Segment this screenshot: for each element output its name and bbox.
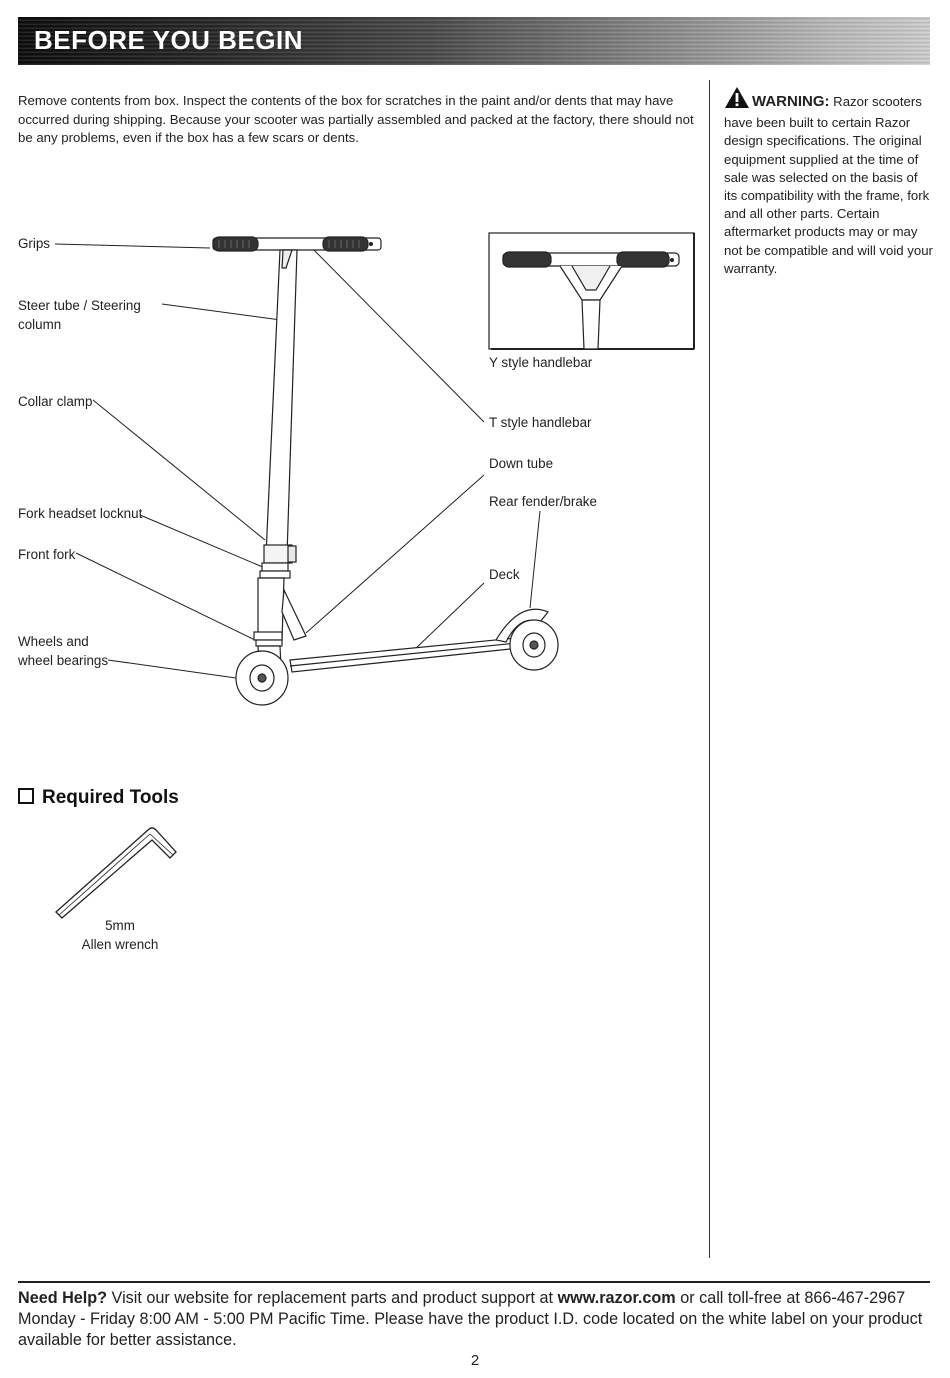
label-deck: Deck [489,567,520,582]
column-divider [709,80,710,1258]
label-collar-clamp: Collar clamp [18,394,93,409]
allen-wrench-caption: 5mm Allen wrench [70,916,170,954]
warning-box: WARNING: Razor scooters have been built … [724,86,934,278]
required-tools-heading: Required Tools [18,787,179,809]
checkbox-square-icon [18,788,34,804]
warning-body: Razor scooters have been built to certai… [724,94,933,276]
label-fork-headset-locknut: Fork headset locknut [18,506,143,521]
need-help-label: Need Help? [18,1289,108,1307]
label-rear-fender-brake: Rear fender/brake [489,494,597,509]
label-steer-tube-line1: Steer tube / Steering [18,298,141,313]
allen-wrench-name: Allen wrench [81,937,159,952]
label-down-tube: Down tube [489,456,554,471]
help-text-part2: or call toll-free at 866-467-2967 Monday… [18,1289,923,1349]
label-steer-tube-line2: column [18,317,62,332]
label-wheels-line2: wheel bearings [18,653,109,668]
label-wheels-line1: Wheels and [18,634,89,649]
allen-wrench-size: 5mm [105,918,135,933]
page-title: BEFORE YOU BEGIN [34,25,304,55]
label-front-fork: Front fork [18,547,76,562]
need-help-text: Need Help? Visit our website for replace… [18,1288,933,1351]
banner-texture [18,17,930,65]
warning-title: WARNING: [752,93,830,110]
warning-triangle-icon [724,86,750,114]
allen-wrench-icon [55,827,177,919]
intro-paragraph: Remove contents from box. Inspect the co… [18,93,694,145]
website-link[interactable]: www.razor.com [557,1289,676,1307]
required-tools-label: Required Tools [42,787,179,808]
label-y-style-handlebar: Y style handlebar [489,355,593,370]
label-t-style-handlebar: T style handlebar [489,415,592,430]
help-text-part1: Visit our website for replacement parts … [107,1289,558,1307]
page-number: 2 [470,1352,480,1369]
label-grips: Grips [18,236,50,251]
header-banner: BEFORE YOU BEGIN [18,17,930,65]
footer-divider [18,1281,930,1283]
